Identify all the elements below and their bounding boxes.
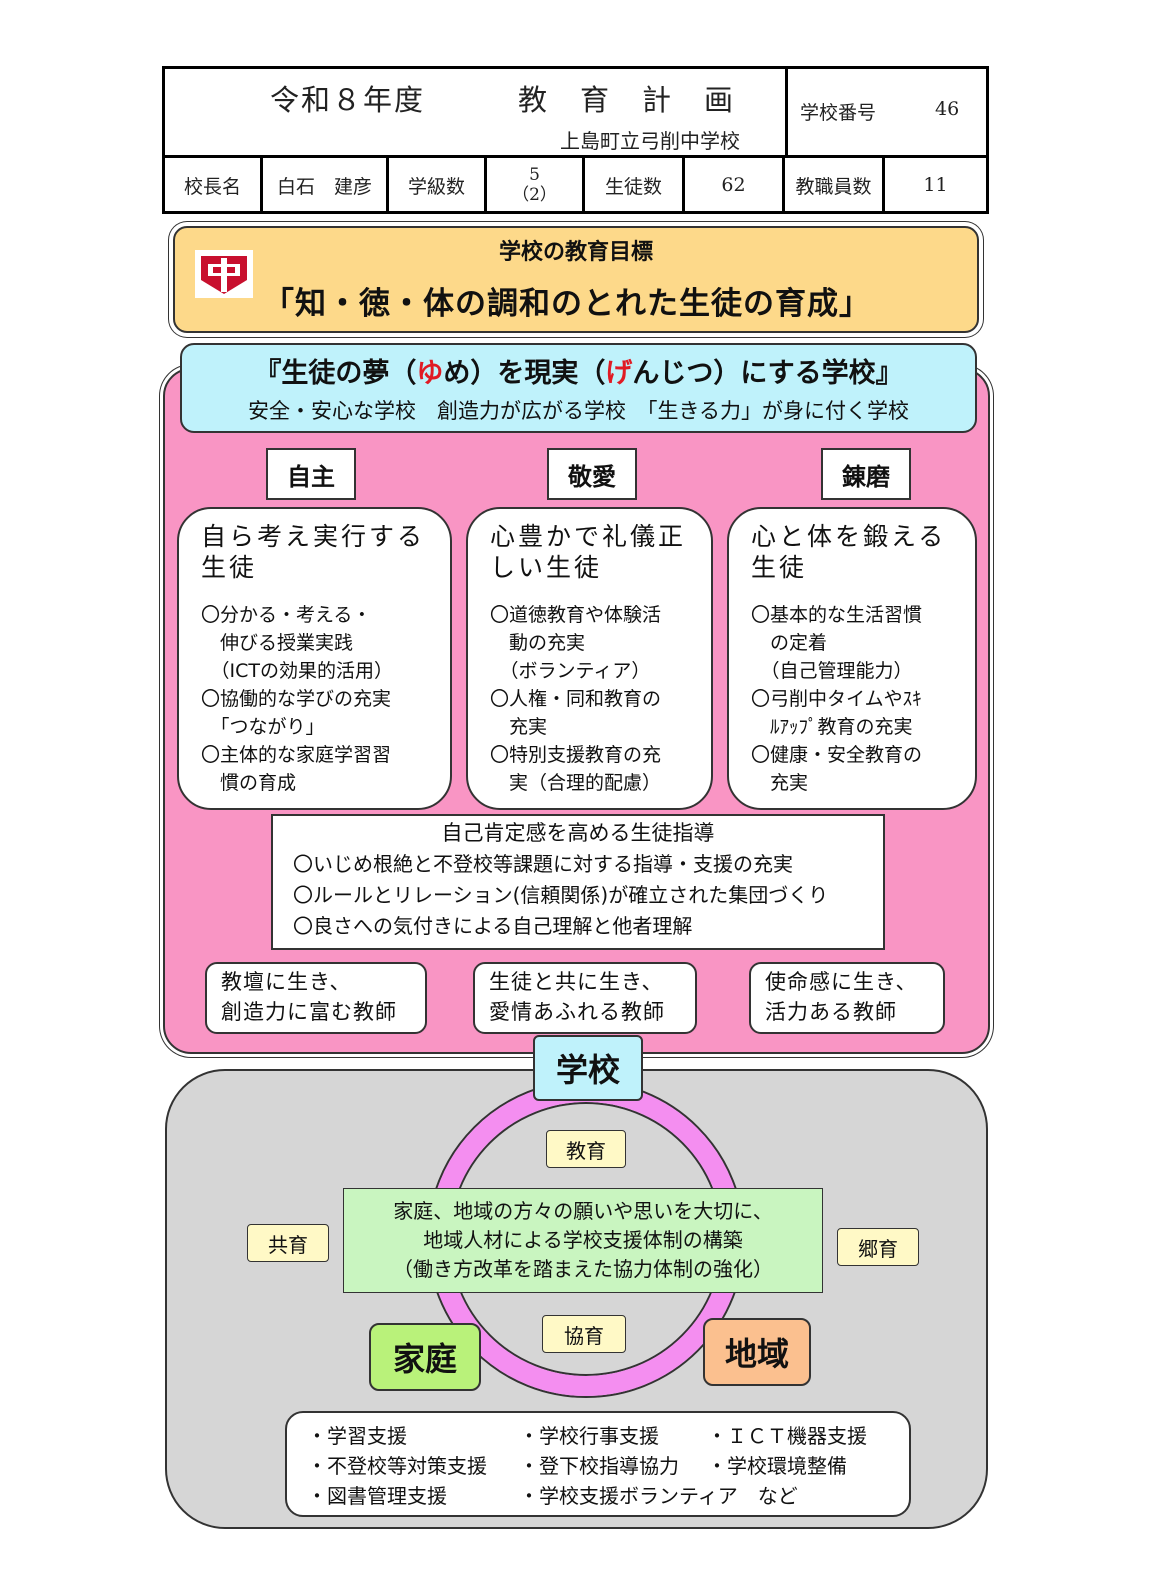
- pillar-label-jishu: 自主: [266, 448, 356, 500]
- classes-sub: （2）: [512, 185, 557, 205]
- support-col-2: ・学校行事支援 ・登下校指導協力 ・学校支援ボランティア など: [519, 1424, 798, 1508]
- header-table: 令和８年度 教 育 計 画 上島町立弓削中学校 学校番号 46 校長名 白石 建…: [162, 66, 989, 214]
- pillar-title: 心豊かで礼儀正 しい生徒: [490, 522, 687, 582]
- pillar-title: 自ら考え実行する 生徒: [201, 522, 426, 582]
- classes-label: 学級数: [389, 157, 487, 213]
- pillar-card-jishu: 自ら考え実行する 生徒 〇分かる・考える・ 伸びる授業実践 （ICTの効果的活用…: [177, 507, 452, 810]
- teacher-ideal-3: 使命感に生き、 活力ある教師: [749, 962, 945, 1034]
- pillar-items: 〇分かる・考える・ 伸びる授業実践 （ICTの効果的活用） 〇協働的な学びの充実…: [201, 604, 393, 794]
- goal-label: 学校の教育目標: [498, 240, 653, 265]
- staff-value: 11: [923, 174, 948, 196]
- kyoiku-shared-tag: 共育: [247, 1224, 329, 1262]
- kyoiku-local-tag: 郷育: [837, 1228, 919, 1266]
- education-goal-box: 学校の教育目標 「知・徳・体の調和のとれた生徒の育成」: [173, 226, 979, 333]
- school-number-label: 学校番号: [800, 102, 877, 124]
- region-label: 地域: [703, 1318, 811, 1386]
- vision-box: 『生徒の夢（ゆめ）を現実（げんじつ）にする学校』 安全・安心な学校 創造力が広が…: [180, 343, 977, 433]
- teacher-ideal-2: 生徒と共に生き、 愛情あふれる教師: [473, 962, 697, 1034]
- vision-subtitle: 安全・安心な学校 創造力が広がる学校 「生きる力」が身に付く学校: [247, 399, 910, 423]
- support-list-box: ・学習支援 ・不登校等対策支援 ・図書管理支援 ・学校行事支援 ・登下校指導協力…: [285, 1411, 911, 1517]
- school-number: 46: [935, 98, 960, 120]
- goal-text: 「知・徳・体の調和のとれた生徒の育成」: [263, 286, 871, 322]
- community-center-text: 家庭、地域の方々の願いや思いを大切に、 地域人材による学校支援体制の構築 （働き…: [343, 1188, 823, 1293]
- support-col-1: ・学習支援 ・不登校等対策支援 ・図書管理支援: [307, 1424, 487, 1508]
- students-label: 生徒数: [585, 157, 685, 213]
- pillar-card-renma: 心と体を鍛える 生徒 〇基本的な生活習慣 の定着 （自己管理能力） 〇弓削中タイ…: [727, 507, 977, 810]
- pillar-card-keiai: 心豊かで礼儀正 しい生徒 〇道徳教育や体験活 動の充実 （ボランティア） 〇人権…: [466, 507, 713, 810]
- student-guidance-box: 自己肯定感を高める生徒指導 〇いじめ根絶と不登校等課題に対する指導・支援の充実 …: [271, 814, 885, 950]
- home-label: 家庭: [369, 1323, 481, 1391]
- principal-name: 白石 建彦: [263, 157, 389, 213]
- education-tag: 教育: [546, 1130, 626, 1168]
- guidance-items: 〇いじめ根絶と不登校等課題に対する指導・支援の充実 〇ルールとリレーション(信頼…: [293, 852, 829, 938]
- classes-value: 5: [529, 165, 540, 185]
- guidance-title: 自己肯定感を高める生徒指導: [441, 821, 715, 845]
- students-value: 62: [685, 157, 785, 213]
- pillar-label-renma: 錬磨: [821, 448, 911, 500]
- school-name: 上島町立弓削中学校: [560, 129, 740, 153]
- staff-label: 教職員数: [785, 157, 885, 213]
- school-label: 学校: [533, 1035, 643, 1101]
- plan-title: 令和８年度 教 育 計 画: [270, 83, 736, 117]
- teacher-ideal-1: 教壇に生き、 創造力に富む教師: [205, 962, 427, 1034]
- pillar-label-keiai: 敬愛: [547, 448, 637, 500]
- principal-label: 校長名: [165, 157, 263, 213]
- pillar-items: 〇道徳教育や体験活 動の充実 （ボランティア） 〇人権・同和教育の 充実 〇特別…: [490, 604, 662, 794]
- school-emblem-icon: [195, 250, 253, 298]
- kyoiku-coop-tag: 協育: [542, 1315, 626, 1353]
- support-col-3: ・ＩＣＴ機器支援 ・学校環境整備: [707, 1424, 867, 1478]
- classes-cell: 5 （2）: [487, 157, 585, 213]
- pillar-title: 心と体を鍛える 生徒: [751, 522, 947, 582]
- pillar-items: 〇基本的な生活習慣 の定着 （自己管理能力） 〇弓削中タイムやｽｷ ﾙｱｯﾌﾟ教…: [751, 604, 923, 794]
- vision-title: 『生徒の夢（ゆめ）を現実（げんじつ）にする学校』: [254, 358, 903, 389]
